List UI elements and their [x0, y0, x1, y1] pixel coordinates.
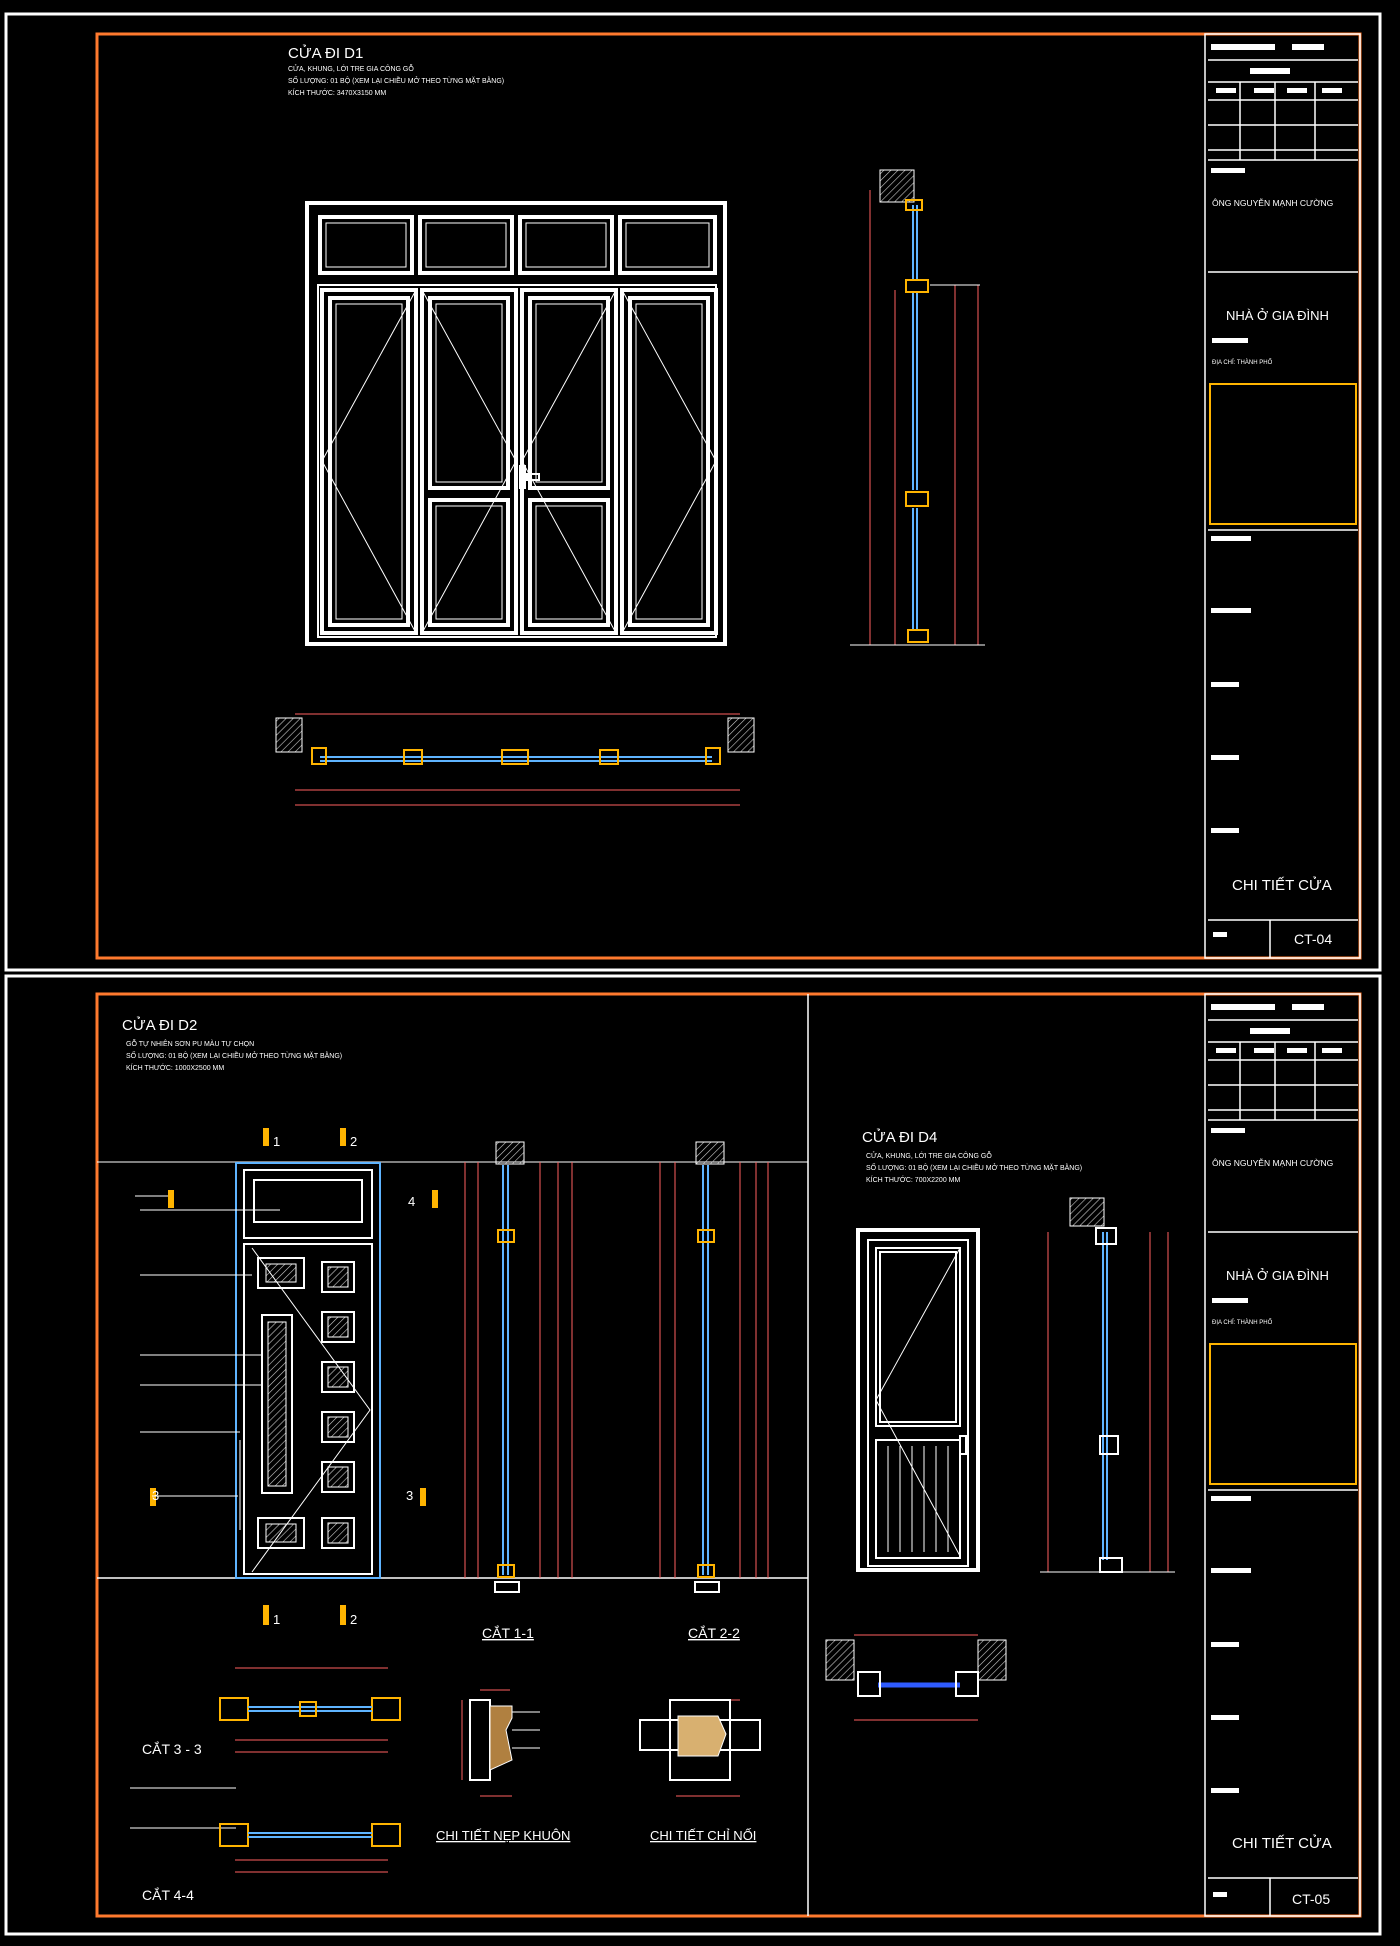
d4-note-1: CỬA, KHUNG, LỚI TRE GIA CÔNG GỖ	[866, 1151, 992, 1160]
sheet-2: CỬA ĐI D2 GỖ TỰ NHIÊN SƠN PU MÀU TỰ CHỌN…	[95, 992, 1362, 1918]
title-block-2: ÔNG NGUYỄN MẠNH CƯỜNG NHÀ Ở GIA ĐÌNH ĐỊA…	[1204, 993, 1361, 1917]
tb1-project: NHÀ Ở GIA ĐÌNH	[1226, 308, 1329, 323]
title-block-1: ÔNG NGUYỄN MẠNH CƯỜNG NHÀ Ở GIA ĐÌNH ĐỊA…	[1204, 33, 1361, 959]
tb1-owner: ÔNG NGUYỄN MẠNH CƯỜNG	[1212, 197, 1333, 208]
marker-3-right: 3	[406, 1488, 413, 1503]
d4-title: CỬA ĐI D4	[862, 1128, 937, 1146]
tb2-stamp-box	[1209, 1343, 1357, 1485]
section-2-2	[659, 1141, 769, 1593]
tb1-stamp-box	[1209, 383, 1357, 525]
tb2-sheet-no: CT-05	[1292, 1891, 1330, 1907]
door-d1-plan-section	[275, 713, 755, 806]
joint-detail-label: CHI TIẾT CHỈ NỐI	[650, 1828, 756, 1843]
door-d4-plan	[825, 1634, 1007, 1721]
door-d4-side-section	[1040, 1197, 1175, 1573]
outer-frame-top	[4, 12, 1382, 972]
cut-2-2-label: CẮT 2-2	[688, 1624, 740, 1641]
outer-frame-bottom	[4, 974, 1382, 1936]
tb2-project: NHÀ Ở GIA ĐÌNH	[1226, 1268, 1329, 1283]
sheet-1-border	[95, 32, 1362, 960]
frame-molding-detail	[461, 1689, 540, 1797]
cut-3-3-label: CẮT 3 - 3	[142, 1740, 202, 1757]
sheet-1-note-2: SỐ LƯỢNG: 01 BỘ (XEM LẠI CHIỀU MỞ THEO T…	[288, 75, 504, 85]
section-3-3	[219, 1667, 401, 1753]
tb1-address: ĐỊA CHỈ: THÀNH PHỐ	[1212, 359, 1273, 366]
sheet-1-note-1: CỬA, KHUNG, LỚI TRE GIA CÔNG GỖ	[288, 64, 414, 73]
marker-4-right: 4	[408, 1194, 415, 1209]
section-4-4	[130, 1787, 401, 1873]
cut-4-4-label: CẮT 4-4	[142, 1886, 194, 1903]
tb2-address: ĐỊA CHỈ: THÀNH PHỐ	[1212, 1319, 1273, 1326]
cut-1-1-label: CẮT 1-1	[482, 1624, 534, 1641]
door-d1-side-section	[850, 169, 985, 646]
tb2-drawing-name: CHI TIẾT CỬA	[1232, 1834, 1332, 1852]
tb1-drawing-name: CHI TIẾT CỬA	[1232, 876, 1332, 894]
d2-note-1: GỖ TỰ NHIÊN SƠN PU MÀU TỰ CHỌN	[126, 1039, 254, 1048]
door-d1-elevation	[305, 201, 727, 646]
d4-note-3: KÍCH THƯỚC: 700X2200 MM	[866, 1175, 960, 1184]
marker-2-bottom: 2	[350, 1612, 357, 1627]
d4-note-2: SỐ LƯỢNG: 01 BỘ (XEM LẠI CHIỀU MỞ THEO T…	[866, 1162, 1082, 1172]
section-1-1	[464, 1141, 573, 1593]
tb1-sheet-no: CT-04	[1294, 931, 1332, 947]
door-d4-elevation	[856, 1228, 980, 1572]
marker-1-bottom: 1	[273, 1612, 280, 1627]
tb2-owner: ÔNG NGUYỄN MẠNH CƯỜNG	[1212, 1157, 1333, 1168]
d2-title: CỬA ĐI D2	[122, 1016, 197, 1034]
frame-detail-label: CHI TIẾT NẸP KHUÔN	[436, 1828, 570, 1843]
sheet-1: CỬA ĐI D1 CỬA, KHUNG, LỚI TRE GIA CÔNG G…	[95, 32, 1362, 960]
joint-detail	[639, 1699, 761, 1797]
sheet-1-door-title: CỬA ĐI D1	[288, 44, 363, 62]
marker-2-top: 2	[350, 1134, 357, 1149]
sheet-1-note-3: KÍCH THƯỚC: 3470X3150 MM	[288, 88, 386, 97]
marker-1-top: 1	[273, 1134, 280, 1149]
d2-note-3: KÍCH THƯỚC: 1000X2500 MM	[126, 1063, 224, 1072]
door-d2-elevation: 1 2 1 2 4 3 3	[97, 1128, 808, 1627]
d2-note-2: SỐ LƯỢNG: 01 BỘ (XEM LẠI CHIỀU MỞ THEO T…	[126, 1050, 342, 1060]
